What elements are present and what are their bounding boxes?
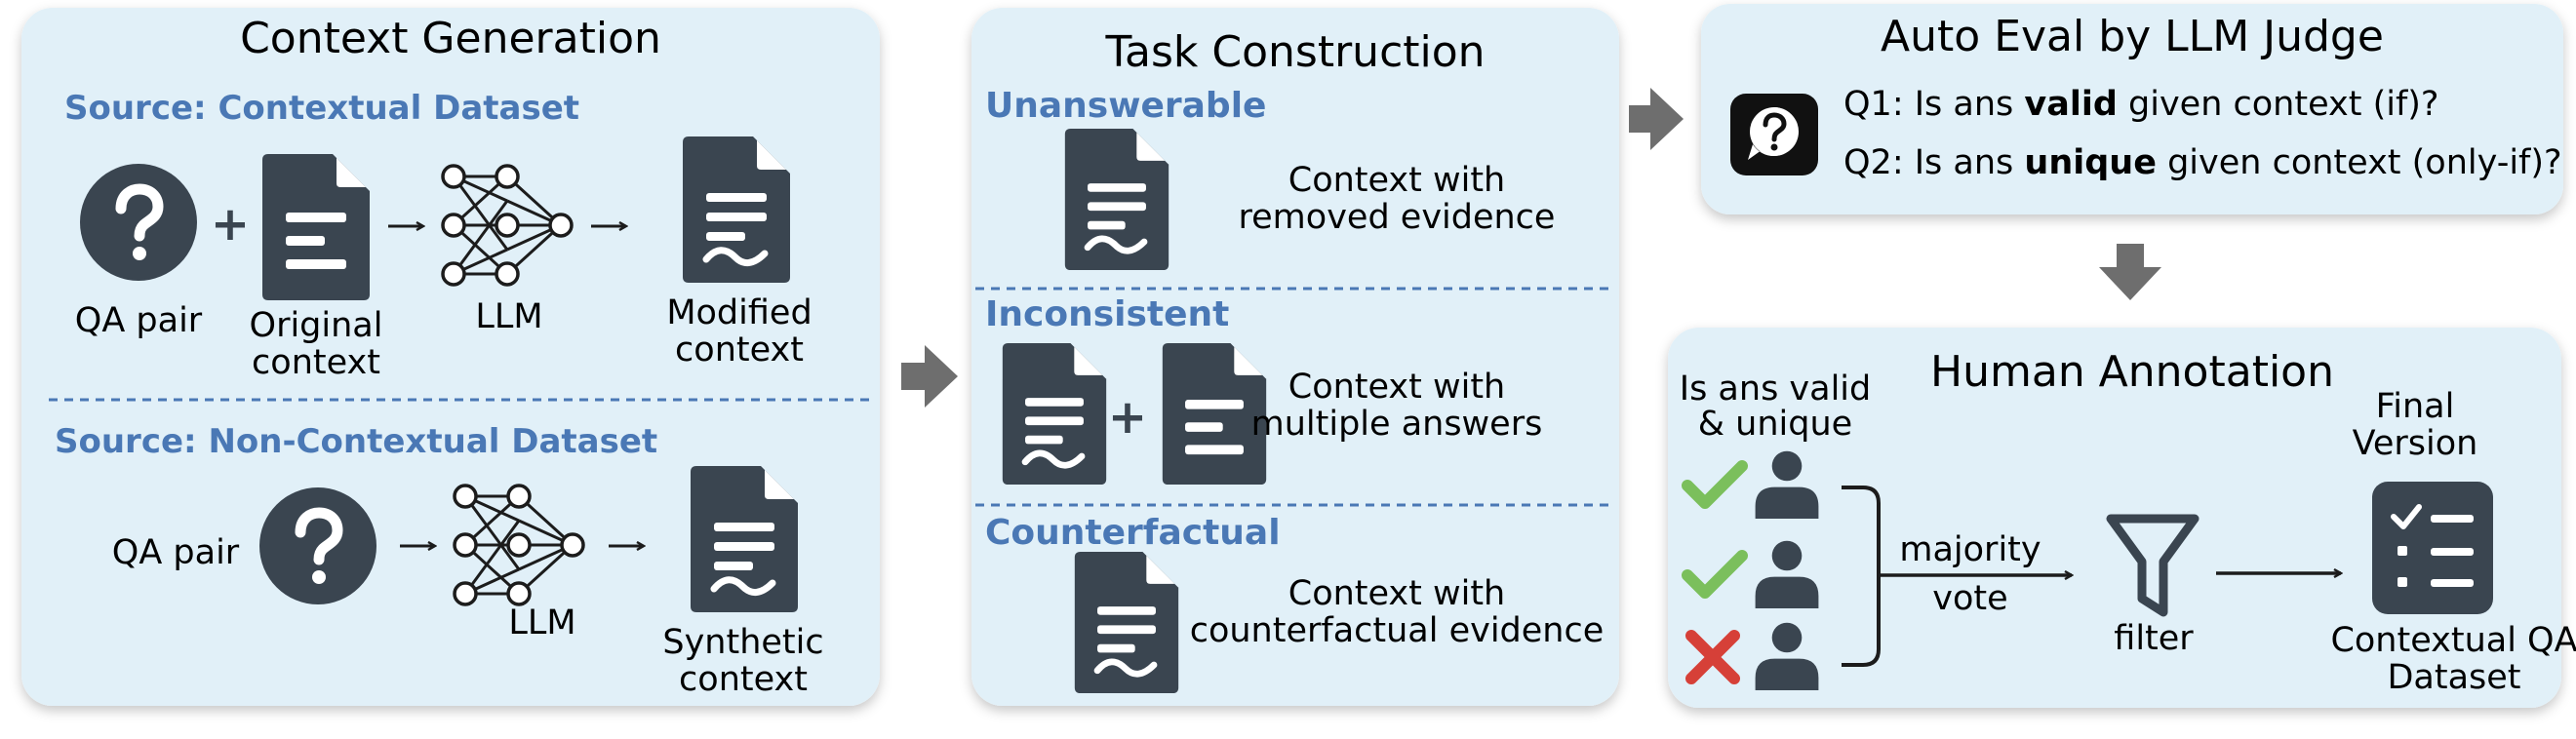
llm-label-2: LLM [508, 603, 575, 642]
original-context-doc-icon [262, 154, 370, 300]
dataset-label-line2: Dataset [2387, 658, 2520, 697]
synthetic-label-line1: Synthetic [662, 623, 823, 662]
synthetic-context-doc-icon [691, 466, 798, 612]
original-label-line2: context [252, 343, 380, 382]
auto-eval-q1: Q1: Is ans valid given context (if)? [1843, 85, 2439, 124]
unanswerable-doc-icon [1065, 129, 1169, 270]
vote-label: vote [1932, 579, 2007, 618]
inconsistent-doc-icon-1 [1003, 343, 1106, 485]
contextual-source-label: Source: Contextual Dataset [64, 89, 579, 128]
checklist-dataset-icon [2372, 482, 2493, 614]
dataset-label-line1: Contextual QA [2330, 621, 2576, 660]
invalid-cross-icon [1685, 630, 1740, 684]
q2-prefix: Q2: Is ans [1843, 143, 2024, 182]
auto-eval-q2: Q2: Is ans unique given context (only-if… [1843, 143, 2562, 182]
inconsistent-plus-sign: + [1108, 390, 1147, 445]
question-circle-icon-2 [259, 487, 376, 604]
final-label-line1: Final [2376, 387, 2455, 426]
annotation-question-line1: Is ans valid [1680, 370, 1872, 408]
valid-check-icon-1 [1682, 460, 1748, 509]
context-generation-panel: Context Generation Source: Contextual Da… [21, 8, 880, 706]
context-generation-title: Context Generation [240, 14, 661, 63]
inconsistent-desc-line2: multiple answers [1251, 405, 1543, 444]
human-annotation-title: Human Annotation [1930, 347, 2334, 397]
q2-bold: unique [2024, 143, 2157, 182]
counterfactual-doc-icon [1075, 552, 1178, 693]
flow-arrow-2 [1629, 88, 1684, 150]
inconsistent-heading: Inconsistent [985, 294, 1229, 334]
llm-label: LLM [475, 297, 542, 336]
human-annotation-panel: Human Annotation Is ans valid & unique m… [1668, 328, 2576, 708]
q1-suffix: given context (if)? [2118, 85, 2439, 124]
valid-check-icon-2 [1682, 550, 1748, 599]
question-chat-icon [1730, 94, 1818, 175]
qa-pair-label: QA pair [75, 301, 203, 340]
unanswerable-heading: Unanswerable [985, 86, 1266, 126]
unanswerable-desc-line1: Context with [1288, 161, 1506, 200]
inconsistent-desc-line1: Context with [1288, 368, 1506, 407]
unanswerable-desc-line2: removed evidence [1239, 198, 1556, 237]
plus-sign: + [211, 197, 250, 252]
counterfactual-desc-line1: Context with [1288, 574, 1506, 613]
majority-label: majority [1899, 530, 2041, 569]
question-circle-icon [80, 164, 197, 281]
counterfactual-heading: Counterfactual [985, 513, 1281, 553]
q1-bold: valid [2024, 85, 2117, 124]
flow-arrow-3 [2099, 244, 2161, 300]
flow-arrow-1 [901, 345, 958, 408]
non-contextual-source-label: Source: Non-Contextual Dataset [55, 422, 657, 461]
synthetic-label-line2: context [679, 660, 808, 699]
modified-label-line1: Modified [666, 293, 812, 332]
auto-eval-title: Auto Eval by LLM Judge [1881, 12, 2384, 61]
modified-label-line2: context [675, 331, 804, 370]
original-label-line1: Original [250, 306, 383, 345]
q2-suffix: given context (only-if)? [2157, 143, 2562, 182]
task-construction-panel: Task Construction Unanswerable Context w… [971, 8, 1619, 706]
annotation-question-line2: & unique [1698, 405, 1852, 444]
counterfactual-desc-line2: counterfactual evidence [1190, 611, 1605, 650]
modified-context-doc-icon [683, 136, 790, 283]
q1-prefix: Q1: Is ans [1843, 85, 2024, 124]
qa-pair-label-2: QA pair [112, 533, 240, 572]
filter-funnel-icon [2106, 514, 2200, 617]
auto-eval-panel: Auto Eval by LLM Judge Q1: Is ans valid … [1701, 4, 2563, 214]
filter-label: filter [2114, 619, 2194, 658]
final-label-line2: Version [2353, 424, 2478, 463]
task-construction-title: Task Construction [1104, 27, 1485, 77]
